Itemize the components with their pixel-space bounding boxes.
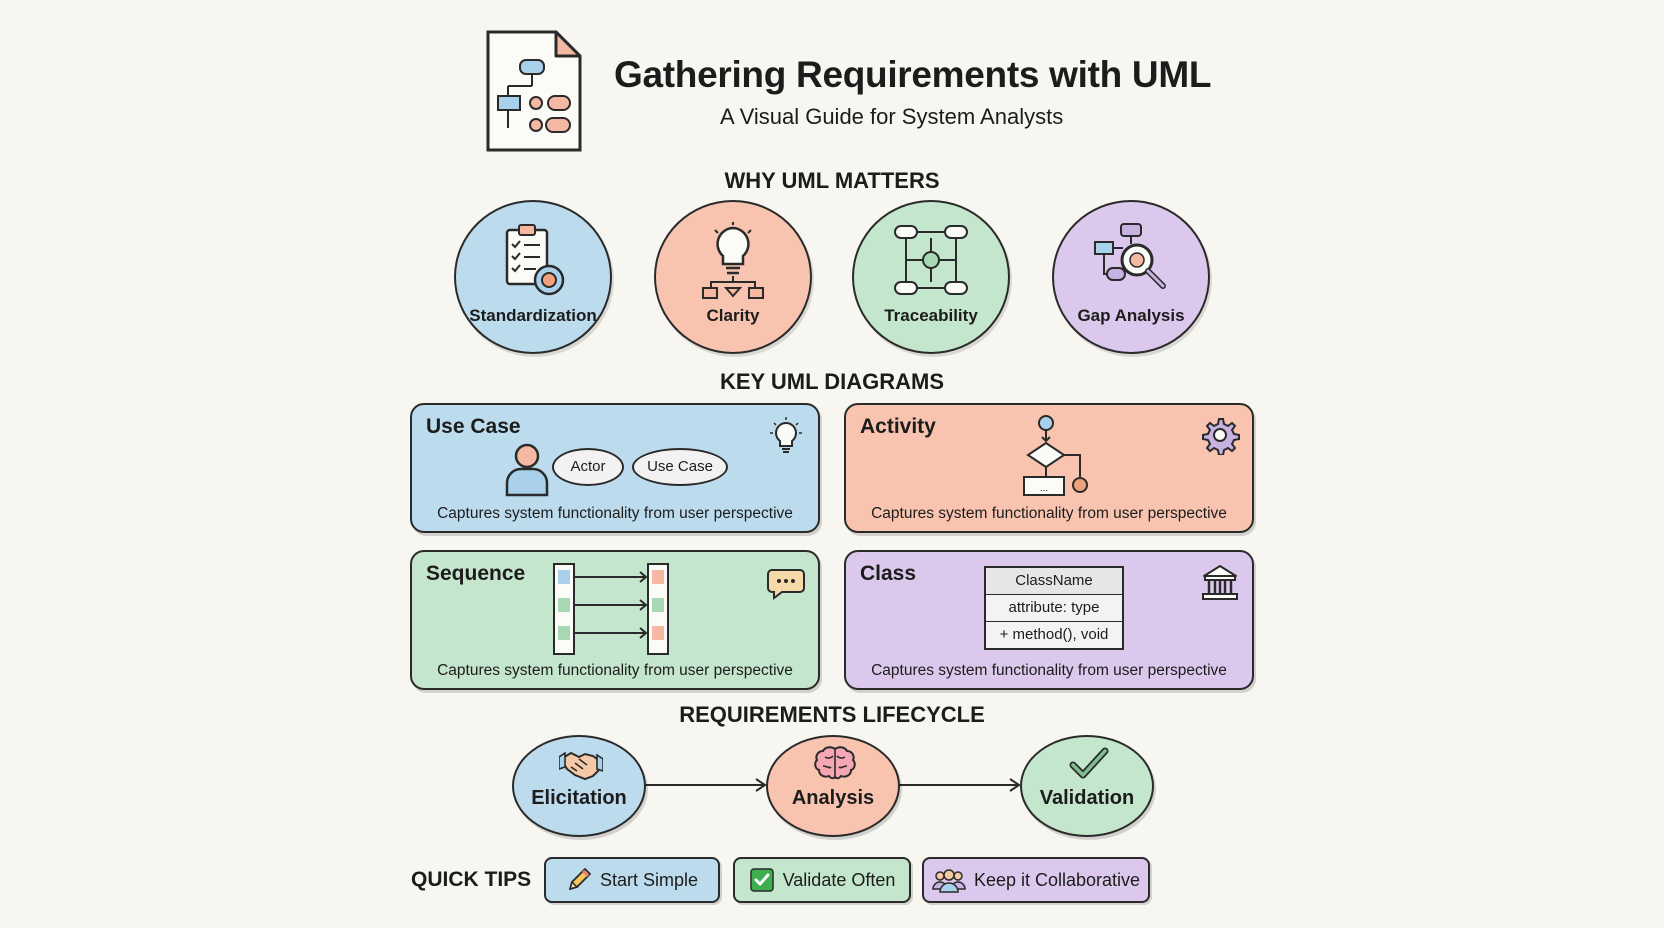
why-clarity: Clarity — [654, 200, 812, 354]
lifecycle-label: Elicitation — [531, 787, 627, 809]
why-standardization: Standardization — [454, 200, 612, 354]
building-icon — [1202, 565, 1238, 600]
class-method-row: + method(), void — [986, 621, 1122, 648]
lightbulb-icon — [702, 222, 764, 299]
page-title: Gathering Requirements with UML — [614, 54, 1212, 95]
card-title: Activity — [860, 415, 936, 438]
brain-icon — [814, 746, 856, 780]
lifecycle-validation: Validation — [1020, 735, 1154, 837]
actor-oval: Actor — [552, 448, 624, 486]
actor-icon — [505, 443, 549, 497]
why-label: Clarity — [706, 306, 760, 325]
chat-bubble-icon — [767, 569, 805, 600]
card-description: Captures system functionality from user … — [437, 505, 793, 522]
tip-label: Start Simple — [599, 869, 699, 890]
page-subtitle: A Visual Guide for System Analysts — [720, 104, 1064, 129]
card-sequence: Sequence Captures system functionality f… — [410, 550, 820, 690]
use-case-oval: Use Case — [632, 448, 728, 486]
gear-icon — [1202, 418, 1240, 455]
tip-validate-often: Validate Often — [733, 857, 911, 903]
checkmark-icon — [1069, 747, 1109, 779]
lifecycle-heading: REQUIREMENTS LIFECYCLE — [679, 702, 985, 727]
lifecycle-arrows — [642, 778, 1021, 792]
class-name-row: ClassName — [986, 568, 1122, 594]
class-attribute-row: attribute: type — [986, 594, 1122, 621]
card-activity: Activity ... Captures system functionali… — [844, 403, 1254, 533]
card-title: Class — [860, 562, 917, 585]
sequence-lifelines-icon — [553, 563, 669, 655]
network-icon — [894, 225, 968, 295]
card-title: Use Case — [426, 415, 521, 438]
why-label: Traceability — [884, 306, 978, 325]
people-icon — [932, 869, 966, 893]
card-description: Captures system functionality from user … — [437, 662, 793, 679]
document-flowchart-icon — [486, 30, 582, 152]
why-gap-analysis: Gap Analysis — [1052, 200, 1210, 354]
magnifier-icon — [1094, 223, 1166, 289]
card-description: Captures system functionality from user … — [871, 505, 1227, 522]
lifecycle-analysis: Analysis — [766, 735, 900, 837]
tip-start-simple: Start Simple — [544, 857, 720, 903]
tip-label: Keep it Collaborative — [973, 869, 1141, 890]
quick-tips-label: QUICK TIPS — [411, 868, 532, 891]
tip-keep-collaborative: Keep it Collaborative — [922, 857, 1150, 903]
checklist-icon — [505, 224, 565, 296]
card-title: Sequence — [426, 562, 526, 585]
why-uml-heading: WHY UML MATTERS — [724, 168, 940, 193]
lightbulb-icon — [770, 417, 802, 453]
why-label: Gap Analysis — [1077, 306, 1185, 325]
check-box-icon — [749, 868, 774, 892]
pencil-icon — [568, 868, 591, 891]
tip-label: Validate Often — [782, 869, 896, 890]
lifecycle-label: Validation — [1039, 787, 1135, 809]
card-use-case: Use Case Actor Use Case Captures system … — [410, 403, 820, 533]
why-traceability: Traceability — [852, 200, 1010, 354]
key-diagrams-heading: KEY UML DIAGRAMS — [719, 369, 945, 394]
lifecycle-elicitation: Elicitation — [512, 735, 646, 837]
handshake-icon — [559, 751, 603, 781]
card-class: Class ClassName attribute: type + method… — [844, 550, 1254, 690]
activity-flow-icon — [1023, 415, 1088, 496]
why-label: Standardization — [469, 306, 597, 325]
class-box: ClassName attribute: type + method(), vo… — [984, 566, 1124, 650]
card-description: Captures system functionality from user … — [871, 662, 1227, 679]
action-label: ... — [1039, 483, 1049, 494]
lifecycle-label: Analysis — [791, 787, 875, 809]
